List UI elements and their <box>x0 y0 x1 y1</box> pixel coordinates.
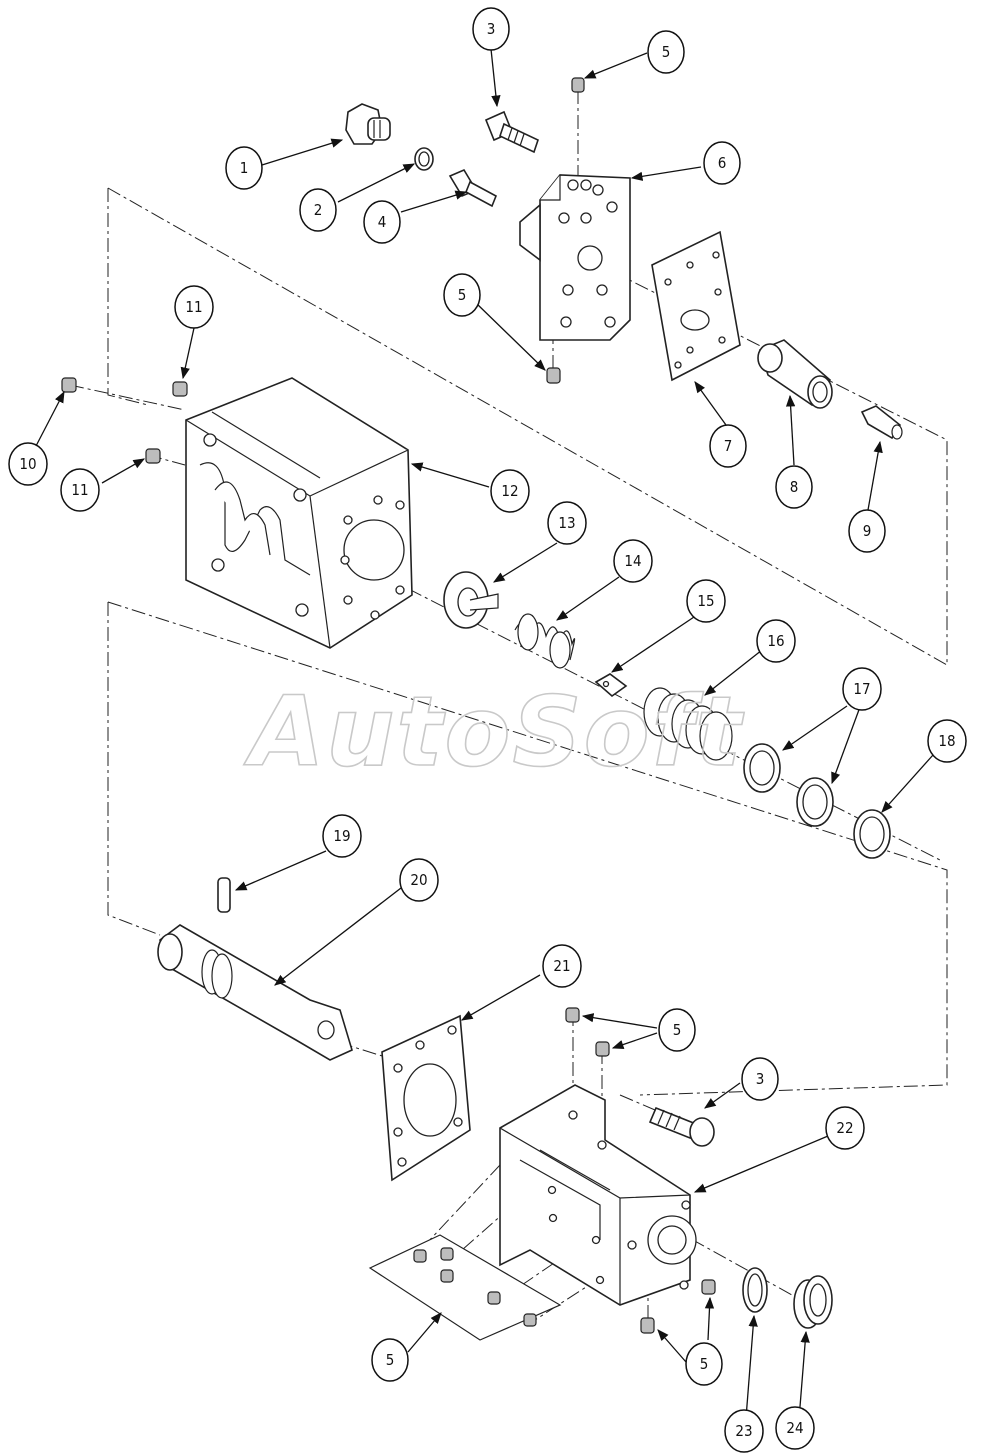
part-15-clip <box>594 673 628 698</box>
svg-text:5: 5 <box>673 1021 682 1039</box>
part-21-gasket <box>381 1014 471 1182</box>
part-5-set-screw-lower-4 <box>640 1317 655 1334</box>
svg-text:2: 2 <box>314 201 323 219</box>
part-11-plug-side <box>145 448 161 464</box>
callout-14: 14 <box>613 539 653 583</box>
callout-4: 4 <box>363 200 401 244</box>
callout-7: 7 <box>709 424 747 468</box>
callout-20: 20 <box>399 858 439 902</box>
part-5-set-screw-lower-1 <box>565 1007 580 1023</box>
svg-text:12: 12 <box>501 482 518 500</box>
part-23-o-ring <box>742 1267 768 1313</box>
svg-text:13: 13 <box>558 514 575 532</box>
callout-1: 1 <box>225 146 263 190</box>
part-16-spring <box>643 687 733 761</box>
svg-text:10: 10 <box>19 455 36 473</box>
callout-5a: 5 <box>647 30 685 74</box>
part-7-gasket <box>651 230 741 382</box>
part-5-set-screw-lower-2 <box>595 1041 610 1057</box>
svg-text:5: 5 <box>386 1351 395 1369</box>
part-13-retainer <box>443 571 499 629</box>
svg-text:3: 3 <box>487 20 496 38</box>
svg-text:17: 17 <box>853 680 870 698</box>
svg-text:14: 14 <box>624 552 641 570</box>
callout-5b: 5 <box>443 273 481 317</box>
part-3-cap-screw-lower <box>648 1106 715 1147</box>
callout-17: 17 <box>842 667 882 711</box>
callout-5e: 5 <box>685 1342 723 1386</box>
callout-3b: 3 <box>741 1057 779 1101</box>
part-10-plug <box>61 377 77 393</box>
svg-text:11: 11 <box>71 481 88 499</box>
svg-text:8: 8 <box>790 478 799 496</box>
svg-text:24: 24 <box>786 1419 803 1437</box>
svg-text:6: 6 <box>718 154 727 172</box>
callout-12: 12 <box>490 469 530 513</box>
part-11-plug-top <box>172 381 188 397</box>
svg-text:21: 21 <box>553 957 570 975</box>
callout-13: 13 <box>547 501 587 545</box>
callout-21: 21 <box>542 944 582 988</box>
part-1-fitting <box>345 103 391 145</box>
callout-18: 18 <box>927 719 967 763</box>
svg-text:5: 5 <box>700 1355 709 1373</box>
callout-11a: 11 <box>174 285 214 329</box>
part-17-shim-2 <box>796 777 834 827</box>
svg-text:5: 5 <box>458 286 467 304</box>
svg-text:19: 19 <box>333 827 350 845</box>
svg-text:18: 18 <box>938 732 955 750</box>
part-5-set-screw-group <box>368 1234 562 1341</box>
svg-text:9: 9 <box>863 522 872 540</box>
part-12-valve-body <box>185 377 413 649</box>
part-5-set-screw-top <box>571 77 585 93</box>
callout-2: 2 <box>299 188 337 232</box>
part-5-set-screw-lower-3 <box>701 1279 716 1295</box>
part-19-roll-pin <box>217 877 231 913</box>
part-22-housing <box>499 1084 697 1306</box>
callout-5d: 5 <box>371 1338 409 1382</box>
part-20-shaft <box>157 924 353 1061</box>
part-2-o-ring <box>414 147 434 171</box>
callout-8: 8 <box>775 465 813 509</box>
leader-lines <box>35 48 934 1445</box>
callout-11b: 11 <box>60 468 100 512</box>
part-24-cap <box>793 1275 833 1329</box>
svg-text:22: 22 <box>836 1119 853 1137</box>
callout-5c: 5 <box>658 1008 696 1052</box>
part-8-sleeve <box>757 339 833 409</box>
svg-text:5: 5 <box>662 43 671 61</box>
callout-6: 6 <box>703 141 741 185</box>
callout-3a: 3 <box>472 7 510 51</box>
watermark: AutoSoft <box>243 676 744 788</box>
callout-16: 16 <box>756 619 796 663</box>
part-14-spring <box>514 613 576 669</box>
part-3-cap-screw-top <box>484 110 539 154</box>
part-5-set-screw-mid <box>546 367 561 384</box>
part-6-cover-plate <box>519 174 631 341</box>
svg-text:11: 11 <box>185 298 202 316</box>
part-17-shim-1 <box>743 743 781 793</box>
callouts: 1 2 3 4 5 5 6 7 8 9 10 11 11 12 13 14 15… <box>8 7 967 1453</box>
callout-9: 9 <box>848 509 886 553</box>
part-4-pin <box>448 168 498 208</box>
svg-text:7: 7 <box>724 437 733 455</box>
callout-19: 19 <box>322 814 362 858</box>
callout-23: 23 <box>724 1409 764 1453</box>
svg-text:15: 15 <box>697 592 714 610</box>
svg-text:23: 23 <box>735 1422 752 1440</box>
svg-text:20: 20 <box>410 871 427 889</box>
part-9-plug <box>860 405 903 440</box>
callout-24: 24 <box>775 1406 815 1450</box>
svg-text:3: 3 <box>756 1070 765 1088</box>
callout-22: 22 <box>825 1106 865 1150</box>
callout-15: 15 <box>686 579 726 623</box>
svg-text:16: 16 <box>767 632 784 650</box>
callout-10: 10 <box>8 442 48 486</box>
svg-text:4: 4 <box>378 213 387 231</box>
svg-text:1: 1 <box>240 159 249 177</box>
part-18-washer <box>853 809 891 859</box>
